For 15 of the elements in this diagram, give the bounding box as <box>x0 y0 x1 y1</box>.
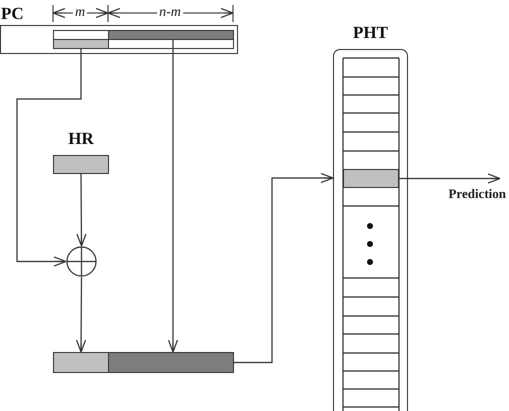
bit-field <box>53 352 109 373</box>
arrow <box>76 277 86 353</box>
register-name: PHT <box>352 24 389 42</box>
bit-field <box>53 39 109 49</box>
register-name: PC <box>1 5 24 23</box>
arrow <box>399 173 501 184</box>
table-entry <box>343 169 399 188</box>
bit-field <box>108 30 234 40</box>
arrow <box>234 172 334 364</box>
arrow <box>76 174 87 247</box>
bit-field <box>108 352 234 373</box>
arrow <box>16 49 82 267</box>
edge-label: Prediction <box>448 186 506 200</box>
arrow <box>168 40 178 353</box>
register-name: HR <box>67 130 95 148</box>
